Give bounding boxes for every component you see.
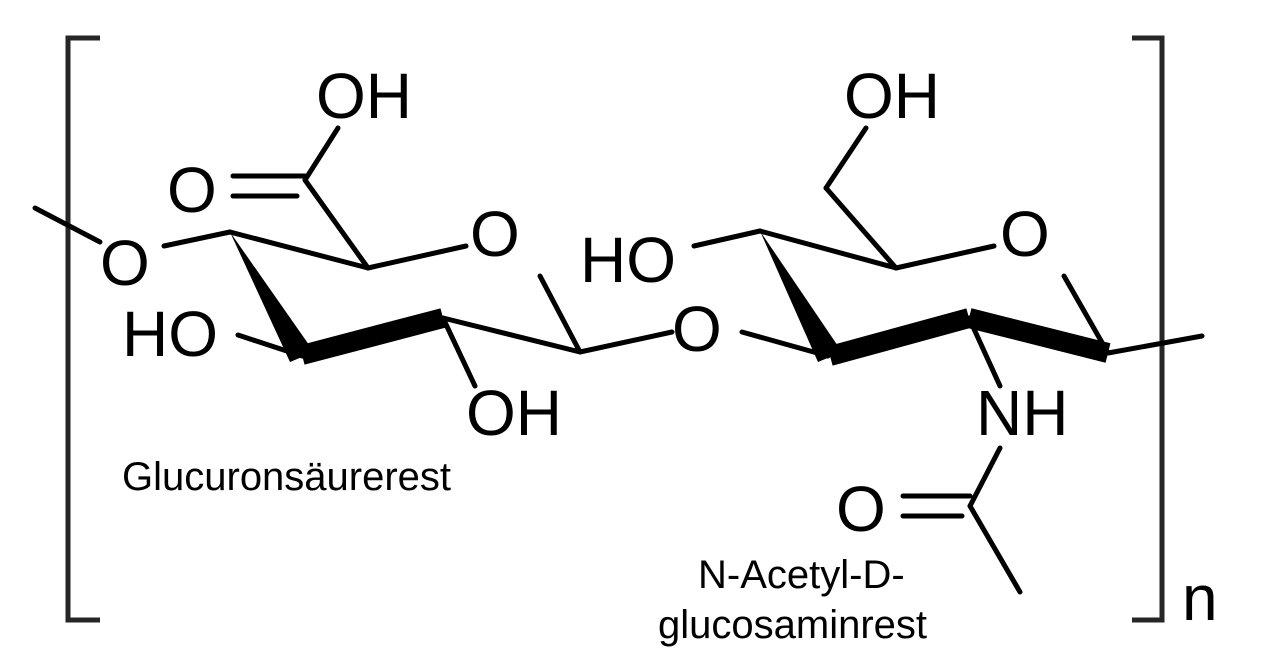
atom-glucosamine-ring-o: O (1000, 198, 1050, 270)
caption-glucosamine-line2: glucosaminrest (658, 603, 927, 647)
repeat-subscript: n (1182, 562, 1218, 634)
atom-linkage-o-left: O (100, 227, 150, 299)
bond-c4-c5 (227, 229, 371, 271)
atom-glycosidic-o: O (672, 293, 722, 365)
caption-glucosamine-line1: N-Acetyl-D- (698, 553, 905, 597)
bond-c3-c2-bold (299, 308, 446, 365)
atom-carboxyl-oh: OH (316, 60, 412, 132)
bond-c4-c3-wedge (230, 232, 314, 362)
bond-c2-nh (966, 315, 1003, 389)
bond-carboxyl-oh (302, 125, 341, 183)
bond-ring-o-c1 (1061, 273, 1111, 356)
bond-c4-o4 (161, 229, 233, 249)
bond-c1-c2 (440, 315, 583, 355)
bond-c1-glycosidic-o (577, 329, 675, 355)
bond-ring-o-c1 (537, 273, 583, 355)
bond-c3-c2-bold (827, 308, 972, 366)
atom-glucosamine-ho: HO (580, 224, 676, 296)
atom-glucuronic-ho: HO (122, 298, 218, 370)
glucosamine-ring (691, 125, 1111, 595)
bond-c4-c3-wedge (760, 231, 842, 362)
right-chain-bond (1105, 333, 1205, 356)
left-bracket (65, 35, 100, 623)
bond-c5-carboxyl (302, 177, 371, 271)
bond-ch2-oh (823, 125, 869, 191)
bond-c4-c5 (757, 228, 899, 271)
atom-acetyl-o: O (836, 473, 886, 545)
bond-c2-c1-bold (966, 308, 1111, 363)
bond-c5-ch2 (823, 185, 899, 271)
glucuronic-acid-ring (161, 125, 675, 389)
caption-glucuronic-residue: Glucuronsäurerest (122, 455, 451, 499)
bond-c2-oh (440, 315, 478, 389)
bond-nh-carbonyl (967, 445, 1003, 509)
bond-c5-ring-o (893, 243, 997, 271)
atom-carboxyl-o: O (167, 154, 217, 226)
atom-amide-nh: NH (976, 377, 1068, 449)
bond-ho-c4 (691, 228, 763, 249)
atom-glucuronic-oh-bottom: OH (466, 377, 562, 449)
bond-c3-oh (235, 332, 305, 359)
atom-hydroxymethyl-oh: OH (844, 60, 940, 132)
right-bracket (1132, 35, 1165, 623)
bond-c5-ring-o (365, 243, 469, 271)
bond-carbonyl-methyl (967, 503, 1023, 595)
atom-glucuronic-ring-o: O (470, 198, 520, 270)
left-chain-bond (32, 205, 103, 245)
